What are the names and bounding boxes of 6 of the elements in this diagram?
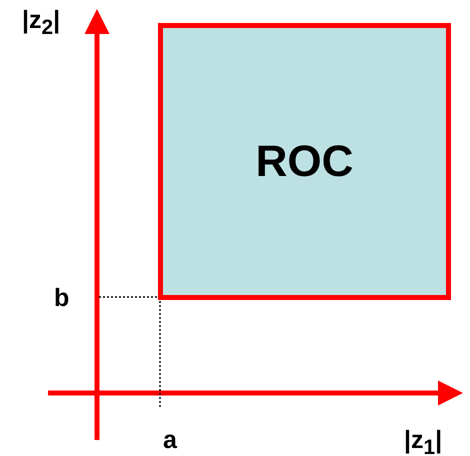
- axis-label: |z$_{2}$|: [22, 8, 60, 39]
- region-label: ROC: [256, 136, 354, 186]
- tick-label: b: [54, 286, 70, 311]
- tick-label: a: [163, 428, 177, 453]
- axis-label: |z$_{1}$|: [404, 428, 442, 456]
- region-box: [158, 23, 451, 300]
